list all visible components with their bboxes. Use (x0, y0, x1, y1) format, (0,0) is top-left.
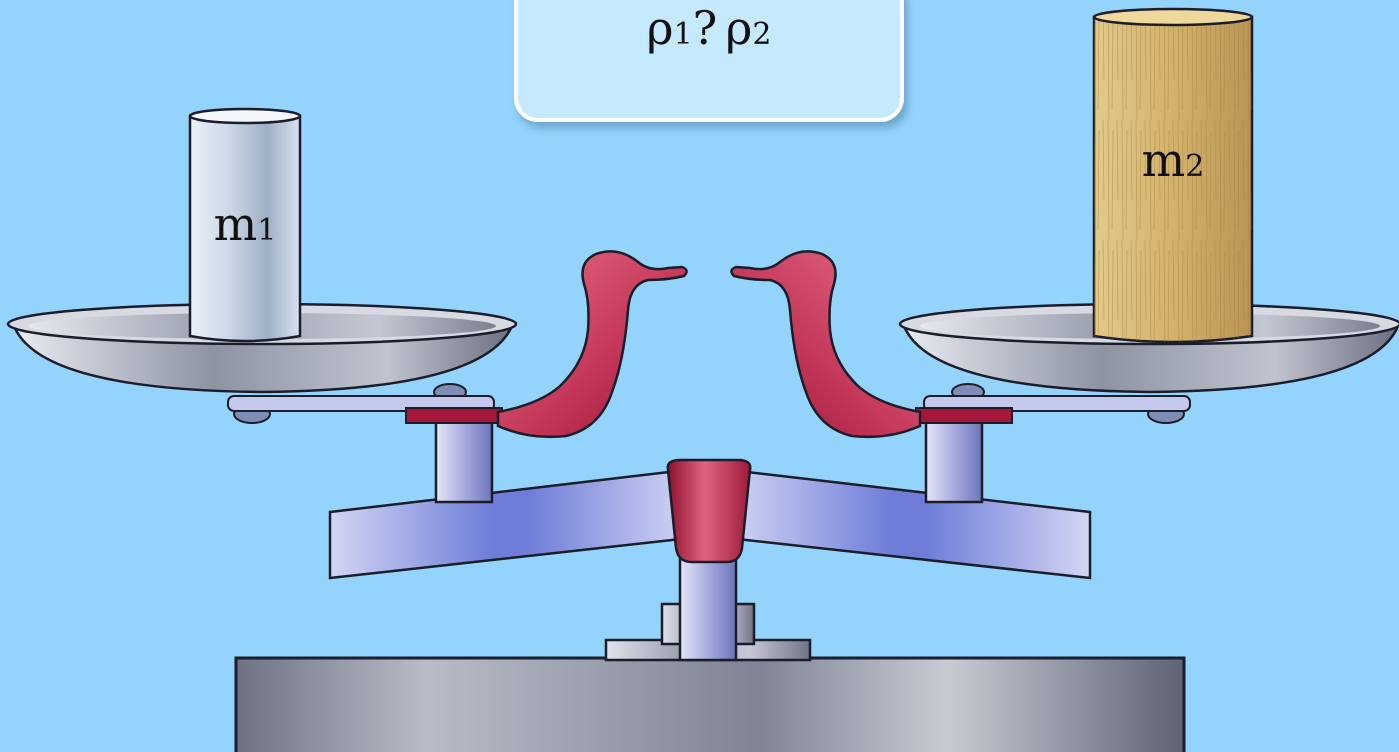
m1-symbol: m (214, 197, 258, 251)
rho2-subscript: 2 (752, 17, 771, 52)
right-bird-ornament (731, 251, 920, 437)
left-bird-ornament (498, 251, 687, 437)
center-post (680, 555, 736, 660)
density-comparison-box: ρ1?ρ2 (516, 0, 902, 120)
rho1-subscript: 1 (674, 17, 693, 52)
rho2-symbol: ρ (725, 1, 752, 55)
comparison-operator: ? (693, 1, 718, 55)
m2-subscript: 2 (1185, 149, 1204, 184)
metal-cylinder-m1: m1 (190, 109, 300, 341)
m1-subscript: 1 (257, 213, 276, 248)
wood-cylinder-m2: m2 (1094, 9, 1252, 342)
left-support (436, 420, 492, 502)
pivot-block (668, 460, 751, 562)
rho1-symbol: ρ (647, 1, 674, 55)
right-support (926, 420, 982, 502)
m2-symbol: m (1142, 133, 1186, 187)
